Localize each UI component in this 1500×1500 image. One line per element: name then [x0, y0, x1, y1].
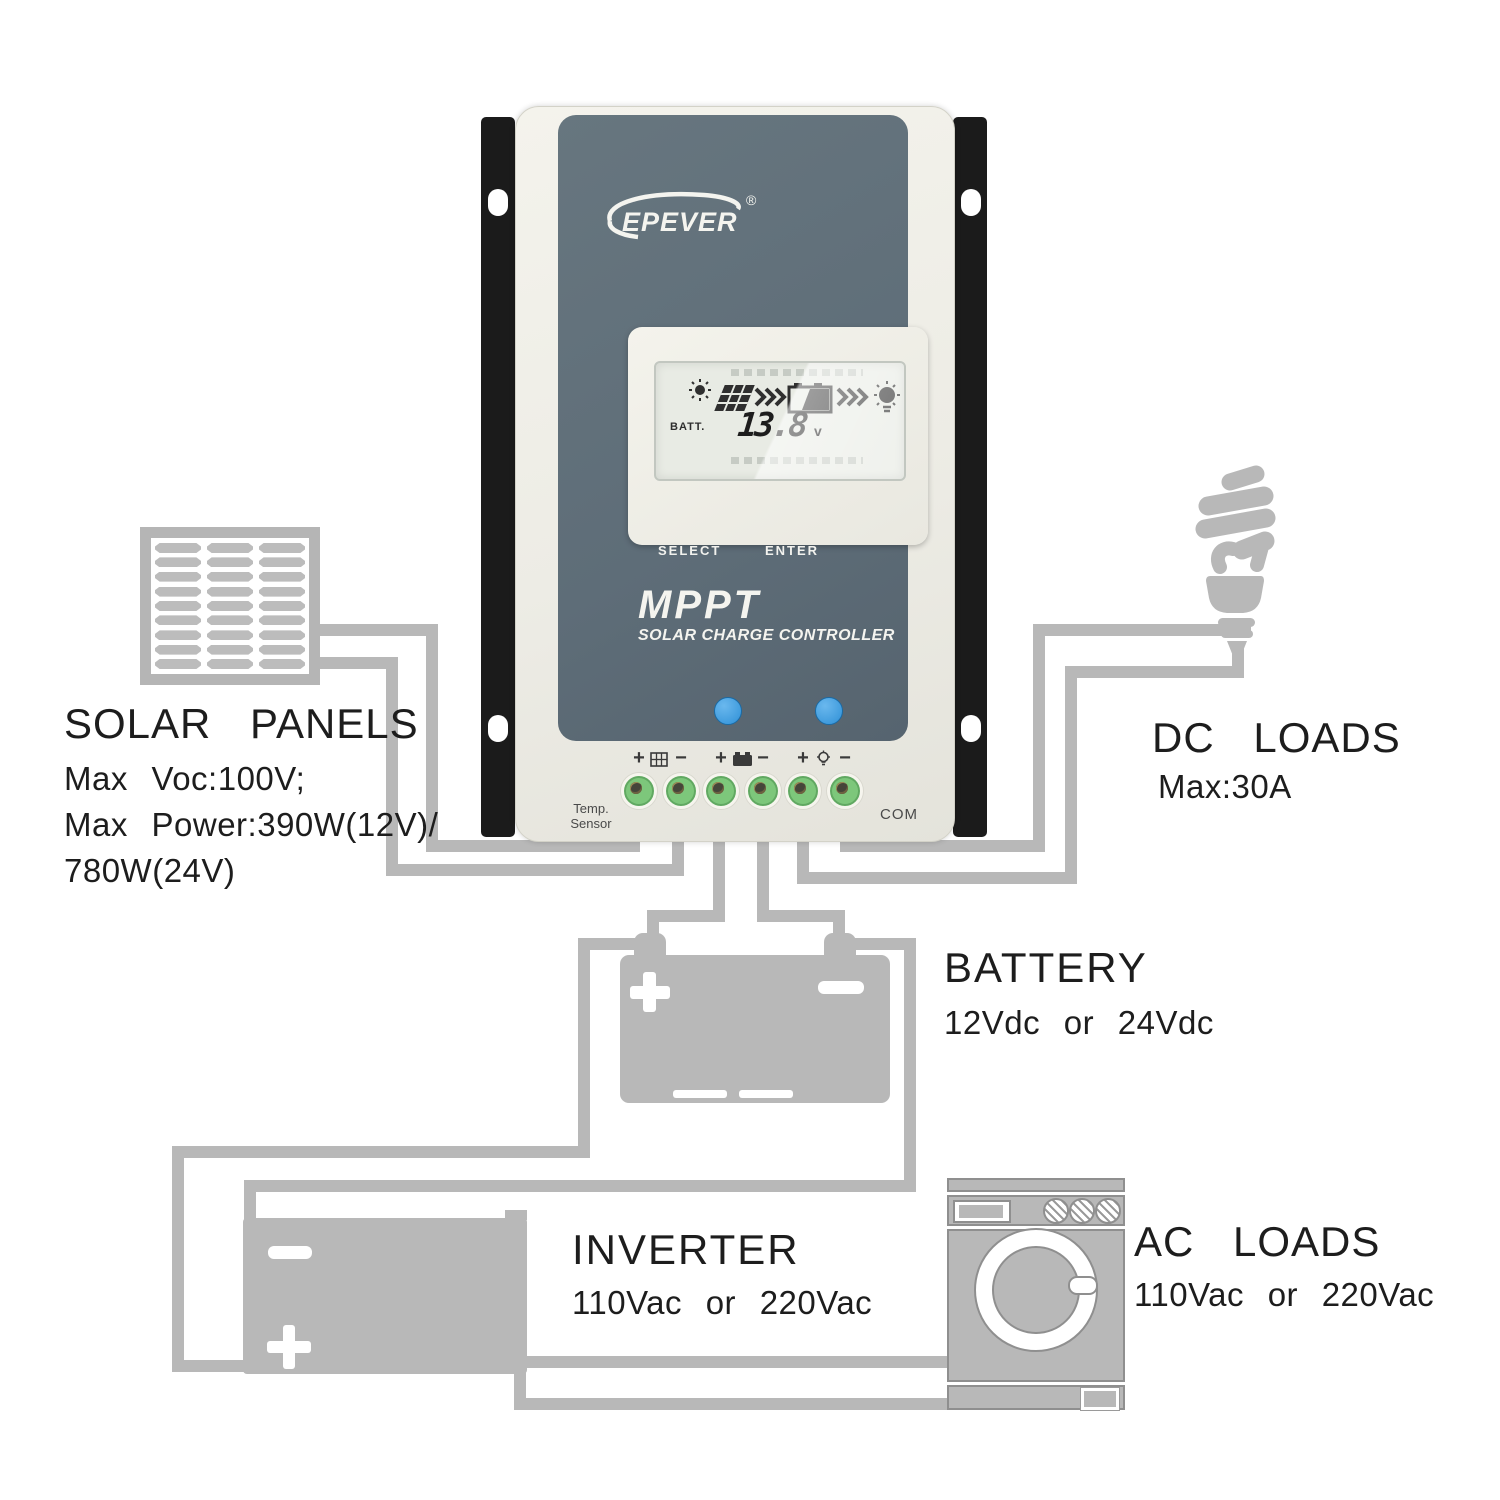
wire	[647, 910, 725, 922]
product-name: MPPT	[638, 583, 762, 627]
wire	[244, 1180, 916, 1192]
solar-panels-spec: Max Voc:100V;	[64, 760, 306, 797]
wire	[432, 840, 640, 852]
wire	[757, 834, 769, 922]
battery-minus-mark	[818, 981, 864, 994]
wire	[178, 1146, 590, 1158]
pv-plus-sign: +	[633, 747, 645, 769]
battery-spec: 12Vdc or 24Vdc	[944, 1004, 1214, 1041]
controller-front-panel: EPEVER ®	[558, 115, 928, 741]
terminal-load-minus	[827, 773, 863, 809]
screw-hole	[488, 715, 508, 742]
epever-logo: EPEVER ®	[607, 192, 757, 240]
enter-button	[815, 697, 843, 725]
select-button	[714, 697, 742, 725]
lcd-housing: BATT. 13.8 v	[628, 327, 928, 725]
cfl-bulb-icon	[1195, 465, 1276, 656]
terminal-bat-minus	[745, 773, 781, 809]
terminal-pv-minus	[663, 773, 699, 809]
com-label: COM	[880, 806, 918, 823]
lcd-voltage-readout: 13.8	[735, 405, 808, 444]
chevrons-icon	[836, 387, 869, 407]
wire	[797, 834, 809, 884]
battery-body	[620, 955, 890, 1103]
wire	[757, 910, 845, 922]
charge-controller: EPEVER ®	[515, 106, 955, 842]
terminal-pv-plus	[621, 773, 657, 809]
wire	[797, 872, 1077, 884]
wire	[839, 938, 916, 950]
chevrons-icon	[754, 387, 787, 407]
wire	[840, 840, 1045, 852]
terminal-bat-plus	[703, 773, 739, 809]
washer-door-handle	[1068, 1276, 1098, 1295]
wire	[578, 938, 590, 1158]
washer-knob	[1043, 1198, 1069, 1224]
washer-detergent-drawer	[953, 1200, 1011, 1223]
sun-icon	[689, 379, 711, 401]
dc-loads-title: DC LOADS	[1152, 714, 1401, 761]
pv-minus-sign: −	[675, 747, 687, 769]
wire	[713, 834, 725, 922]
load-minus-sign: −	[839, 747, 851, 769]
mounting-bracket-left	[481, 117, 515, 837]
inverter-minus-mark	[268, 1246, 312, 1259]
lcd-screen: BATT. 13.8 v	[654, 361, 906, 481]
battery-terminal-icon	[733, 752, 752, 766]
load-plus-sign: +	[797, 747, 809, 769]
screw-hole	[488, 189, 508, 216]
lcd-voltage-unit: v	[814, 423, 822, 439]
lcd-batt-label: BATT.	[670, 421, 706, 433]
wire	[172, 1146, 184, 1372]
washer-knob	[1095, 1198, 1121, 1224]
registered-mark: ®	[746, 192, 757, 208]
wire	[1065, 666, 1244, 678]
wire	[318, 657, 398, 669]
screw-hole	[961, 189, 981, 216]
solar-panels-spec: Max Power:390W(12V)/	[64, 806, 439, 843]
wire	[426, 624, 438, 852]
product-subtitle: SOLAR CHARGE CONTROLLER	[638, 627, 895, 644]
load-terminal-icon	[817, 750, 830, 766]
wire	[386, 657, 398, 876]
wire	[672, 834, 684, 876]
bat-plus-sign: +	[715, 747, 727, 769]
wire	[904, 938, 916, 1192]
wire	[318, 624, 438, 636]
terminal-load-plus	[785, 773, 821, 809]
wire	[1033, 624, 1251, 636]
dc-loads-spec: Max:30A	[1158, 768, 1292, 805]
inverter-spec: 110Vac or 220Vac	[572, 1284, 873, 1321]
wire	[244, 1180, 256, 1222]
wire	[172, 1360, 248, 1372]
enter-button-label: ENTER	[765, 543, 820, 558]
bat-minus-sign: −	[757, 747, 769, 769]
washer-top-bar	[947, 1178, 1125, 1192]
battery-title: BATTERY	[944, 944, 1148, 991]
screw-hole	[961, 715, 981, 742]
wire	[1033, 624, 1045, 852]
solar-panel-icon	[140, 527, 320, 685]
solar-panel-cells	[155, 543, 305, 669]
wire	[525, 1356, 950, 1368]
select-button-label: SELECT	[658, 543, 722, 558]
wire	[514, 1398, 950, 1410]
wire	[392, 864, 684, 876]
pv-terminal-icon	[650, 752, 668, 767]
inverter-title: INVERTER	[572, 1226, 800, 1273]
solar-panels-spec: 780W(24V)	[64, 852, 236, 889]
mounting-bracket-right	[953, 117, 987, 837]
ac-loads-spec: 110Vac or 220Vac	[1134, 1276, 1435, 1313]
svg-text:EPEVER: EPEVER	[622, 207, 738, 237]
wire	[1065, 666, 1077, 884]
bulb-icon	[874, 381, 900, 413]
solar-panels-title: SOLAR PANELS	[64, 700, 419, 747]
washer-knob	[1069, 1198, 1095, 1224]
ac-loads-title: AC LOADS	[1134, 1218, 1381, 1265]
temp-sensor-label: Temp. Sensor	[570, 801, 612, 831]
